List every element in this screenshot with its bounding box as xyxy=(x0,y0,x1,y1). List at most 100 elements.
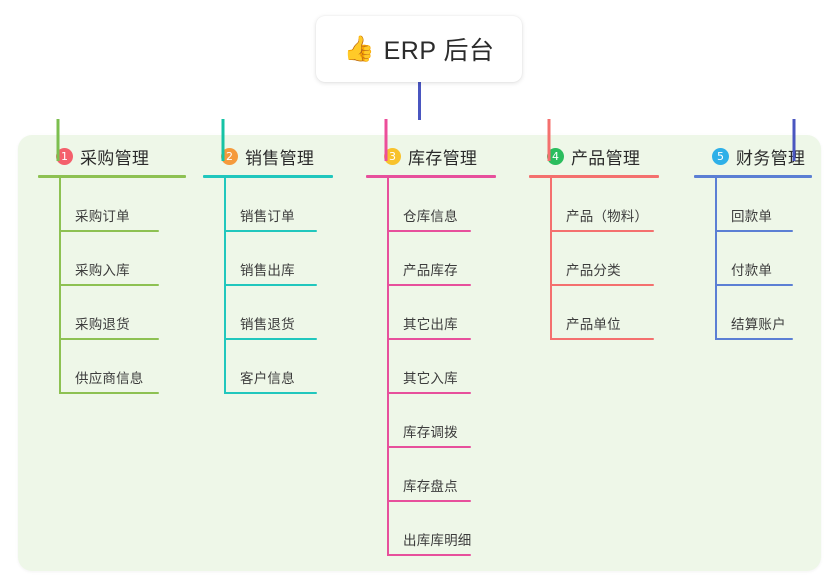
branch-header[interactable]: 5 财务管理 xyxy=(694,143,812,169)
branch-leaf-item[interactable]: 产品分类 xyxy=(550,232,659,286)
branch-header[interactable]: 1 采购管理 xyxy=(38,143,186,169)
branch-leaf-item[interactable]: 结算账户 xyxy=(715,286,812,340)
branch-body: 回款单付款单结算账户 xyxy=(715,178,812,340)
branch-leaf-item[interactable]: 产品库存 xyxy=(387,232,496,286)
branch-leaf-item[interactable]: 出库库明细 xyxy=(387,502,496,556)
branch-column: 4 产品管理产品（物料） 产品分类产品单位 xyxy=(529,143,659,340)
branch-leaf-rule xyxy=(224,392,317,394)
branch-number-badge: 1 xyxy=(56,147,73,165)
branch-leaf-rule xyxy=(387,284,471,286)
branch-column: 1 采购管理采购订单采购入库采购退货供应商信息 xyxy=(38,143,186,394)
branch-leaf-item[interactable]: 付款单 xyxy=(715,232,812,286)
branch-leaf-label: 客户信息 xyxy=(240,371,295,386)
branch-leaf-item[interactable]: 销售出库 xyxy=(224,232,333,286)
branch-leaf-label: 销售退货 xyxy=(240,317,295,332)
branch-leaf-rule xyxy=(59,230,159,232)
branch-leaf-label: 回款单 xyxy=(731,209,773,224)
branch-title: 产品管理 xyxy=(571,148,641,168)
branch-leaf-item[interactable]: 其它出库 xyxy=(387,286,496,340)
branch-leaf-item[interactable]: 供应商信息 xyxy=(59,340,186,394)
branch-leaf-rule xyxy=(550,230,654,232)
branch-leaf-item[interactable]: 产品单位 xyxy=(550,286,659,340)
branch-header-rule xyxy=(366,175,496,178)
branches-panel xyxy=(18,135,821,571)
root-title: ERP 后台 xyxy=(383,37,495,65)
branch-spine xyxy=(224,178,226,394)
branch-header[interactable]: 2 销售管理 xyxy=(203,143,333,169)
branch-header-rule xyxy=(529,175,659,178)
branch-leaf-label: 产品（物料） xyxy=(566,209,649,224)
branch-leaf-label: 采购订单 xyxy=(75,209,130,224)
branch-title: 库存管理 xyxy=(408,148,478,168)
branch-spine xyxy=(387,178,389,556)
branch-leaf-rule xyxy=(387,230,471,232)
branch-leaf-label: 销售订单 xyxy=(240,209,295,224)
branch-leaf-rule xyxy=(59,338,159,340)
branch-leaf-rule xyxy=(59,284,159,286)
branch-header-rule xyxy=(38,175,186,178)
branch-body: 采购订单采购入库采购退货供应商信息 xyxy=(59,178,186,394)
branch-number-badge: 4 xyxy=(547,147,564,165)
branch-header[interactable]: 4 产品管理 xyxy=(529,143,659,169)
branch-leaf-item[interactable]: 回款单 xyxy=(715,178,812,232)
branch-leaf-label: 供应商信息 xyxy=(75,371,144,386)
branch-leaf-item[interactable]: 销售退货 xyxy=(224,286,333,340)
branch-header[interactable]: 3 库存管理 xyxy=(366,143,496,169)
branch-leaf-rule xyxy=(224,338,317,340)
branch-leaf-item[interactable]: 客户信息 xyxy=(224,340,333,394)
branch-leaf-item[interactable]: 采购退货 xyxy=(59,286,186,340)
branch-leaf-label: 采购退货 xyxy=(75,317,130,332)
branch-leaf-rule xyxy=(715,230,793,232)
branch-leaf-item[interactable]: 产品（物料） xyxy=(550,178,659,232)
branch-spine xyxy=(550,178,552,340)
branch-leaf-rule xyxy=(387,554,471,556)
branch-number-badge: 2 xyxy=(221,147,238,165)
branch-leaf-item[interactable]: 销售订单 xyxy=(224,178,333,232)
branch-title: 销售管理 xyxy=(245,148,315,168)
branch-column: 2 销售管理销售订单销售出库销售退货客户信息 xyxy=(203,143,333,394)
branch-body: 仓库信息产品库存其它出库其它入库库存调拨库存盘点出库库明细 xyxy=(387,178,496,556)
branch-spine xyxy=(59,178,61,394)
branch-leaf-item[interactable]: 库存调拨 xyxy=(387,394,496,448)
branch-leaf-rule xyxy=(224,284,317,286)
branch-number-badge: 5 xyxy=(712,147,729,165)
branch-header-rule xyxy=(694,175,812,178)
branch-leaf-label: 库存调拨 xyxy=(403,425,458,440)
branch-leaf-rule xyxy=(224,230,317,232)
branch-leaf-item[interactable]: 库存盘点 xyxy=(387,448,496,502)
branch-leaf-rule xyxy=(387,392,471,394)
branch-leaf-label: 库存盘点 xyxy=(403,479,458,494)
branch-leaf-label: 出库库明细 xyxy=(403,533,472,548)
thumbs-up-icon: 👍 xyxy=(343,34,375,63)
branch-leaf-label: 产品分类 xyxy=(566,263,621,278)
branch-leaf-rule xyxy=(387,338,471,340)
branch-leaf-item[interactable]: 采购入库 xyxy=(59,232,186,286)
branch-leaf-label: 仓库信息 xyxy=(403,209,458,224)
branch-title: 采购管理 xyxy=(80,148,150,168)
branch-leaf-item[interactable]: 仓库信息 xyxy=(387,178,496,232)
root-node[interactable]: 👍 ERP 后台 xyxy=(316,16,522,82)
branch-leaf-rule xyxy=(715,338,793,340)
branch-header-rule xyxy=(203,175,333,178)
branch-leaf-label: 销售出库 xyxy=(240,263,295,278)
branch-leaf-label: 产品单位 xyxy=(566,317,621,332)
branch-leaf-label: 其它出库 xyxy=(403,317,458,332)
branch-body: 销售订单销售出库销售退货客户信息 xyxy=(224,178,333,394)
branch-leaf-item[interactable]: 采购订单 xyxy=(59,178,186,232)
branch-leaf-label: 付款单 xyxy=(731,263,773,278)
branch-number-badge: 3 xyxy=(384,147,401,165)
branch-leaf-rule xyxy=(387,446,471,448)
branch-leaf-label: 结算账户 xyxy=(731,317,786,332)
branch-leaf-rule xyxy=(550,284,654,286)
branch-leaf-rule xyxy=(387,500,471,502)
branch-spine xyxy=(715,178,717,340)
branch-leaf-rule xyxy=(550,338,654,340)
branch-column: 3 库存管理仓库信息产品库存其它出库其它入库库存调拨库存盘点出库库明细 xyxy=(366,143,496,556)
branch-leaf-label: 其它入库 xyxy=(403,371,458,386)
branch-title: 财务管理 xyxy=(736,148,806,168)
branch-column: 5 财务管理回款单付款单结算账户 xyxy=(694,143,812,340)
branch-body: 产品（物料） 产品分类产品单位 xyxy=(550,178,659,340)
branch-leaf-rule xyxy=(715,284,793,286)
branch-leaf-item[interactable]: 其它入库 xyxy=(387,340,496,394)
